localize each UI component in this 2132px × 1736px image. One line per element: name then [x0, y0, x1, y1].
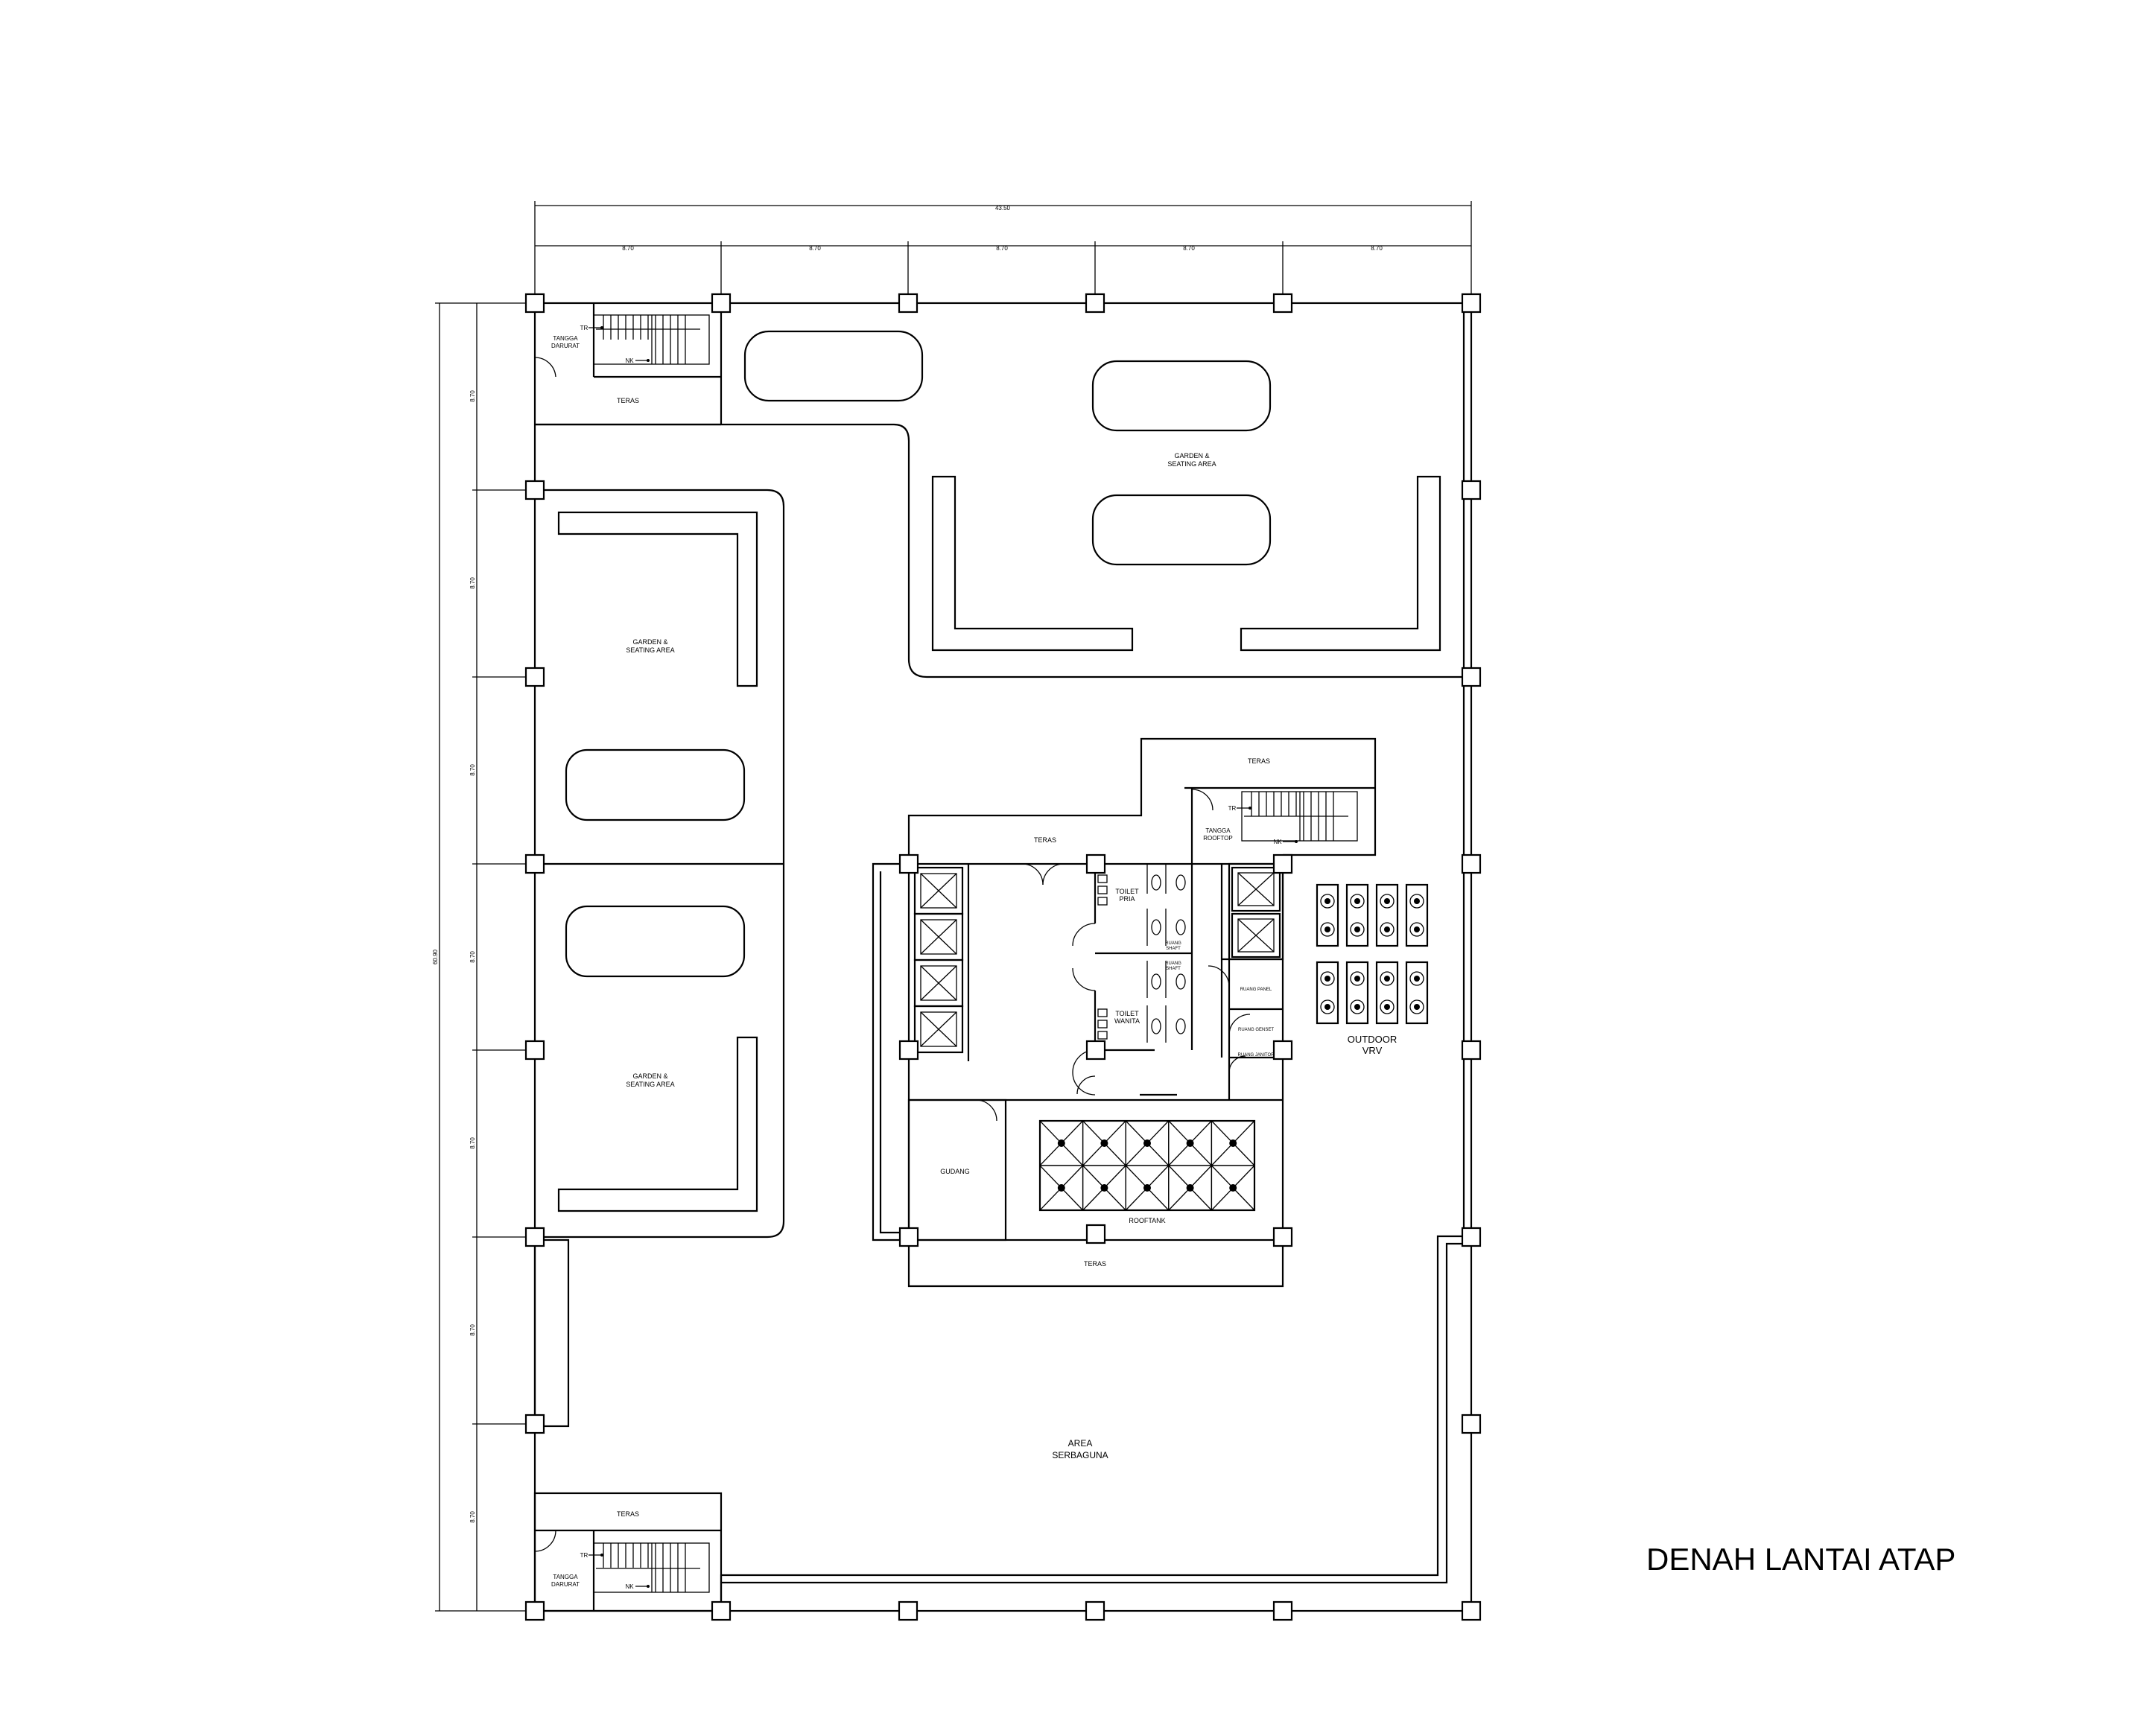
dim-top-bay-1: 8.70 [622, 245, 634, 252]
toilets: TOILET PRIA TOILET WANITA RUANG SHAFT RU… [1072, 864, 1223, 1096]
ruang-panel-label: RUANG PANEL [1240, 988, 1272, 992]
dim-left-bay-1: 8.70 [469, 390, 476, 402]
dim-left-bay-6: 8.70 [469, 1324, 476, 1336]
teras-bottom-left-label: TERAS [617, 1510, 639, 1518]
ruang-shaft-2-label-1: RUANG [1165, 961, 1181, 966]
rooftank-label: ROOFTANK [1129, 1217, 1165, 1224]
stair-treads [603, 315, 686, 364]
ruang-shaft-1-label-2: SHAFT [1166, 947, 1181, 951]
tangga-rooftop-label-1: TANGGA [1205, 827, 1231, 834]
dim-left-bay-2: 8.70 [469, 577, 476, 589]
garden-top: GARDEN & SEATING AREA [743, 330, 1441, 652]
area-serbaguna-label-1: AREA [1068, 1438, 1093, 1449]
toilet-wanita-label-2: WANITA [1114, 1017, 1140, 1025]
toilet-pria-label-1: TOILET [1115, 888, 1139, 895]
teras-core-upper-label: TERAS [1034, 836, 1056, 844]
tangga-darurat-top-label-1: TANGGA [553, 335, 578, 342]
stair-top-nk: NK [625, 357, 634, 364]
stair-darurat-top: TR NK TANGGA DARURAT TERAS [534, 303, 721, 404]
teras-core-bottom-label: TERAS [1084, 1260, 1106, 1268]
stair-darurat-bottom: TR NK TANGGA DARURAT TERAS [533, 1492, 723, 1612]
gudang-label: GUDANG [940, 1168, 970, 1175]
tangga-darurat-bottom-label-1: TANGGA [553, 1574, 578, 1580]
stair-top-tr: TR [580, 325, 588, 331]
outer-wall [533, 302, 1473, 1612]
dim-left-total: 60.90 [432, 949, 439, 964]
tangga-rooftop-label-2: ROOFTOP [1203, 835, 1232, 842]
outdoor-vrv-label-2: VRV [1362, 1045, 1383, 1056]
garden-left-bottom-label-1: GARDEN & [632, 1072, 667, 1080]
garden-top-label-1: GARDEN & [1174, 452, 1209, 460]
stair-rooftop-tr: TR [1228, 805, 1237, 812]
service-rooms: RUANG PANEL RUANG GENSET RUANG JANITOR [1208, 862, 1284, 1100]
outdoor-vrv: OUTDOOR VRV [1316, 883, 1429, 1056]
central-core: GUDANG [872, 737, 1377, 1288]
stair-rooftop-nk: NK [1273, 839, 1282, 845]
toilet-pria-label-2: PRIA [1119, 895, 1135, 903]
stair-rooftop: TR NK TANGGA ROOFTOP TERAS [1191, 757, 1358, 845]
teras-top-label: TERAS [617, 397, 639, 404]
toilet-wanita-label-1: TOILET [1115, 1010, 1139, 1017]
area-serbaguna-label-2: SERBAGUNA [1052, 1450, 1108, 1460]
ruang-shaft-2-label-2: SHAFT [1166, 967, 1181, 971]
dim-top-total: 43.50 [995, 205, 1011, 212]
ruang-genset-label: RUANG GENSET [1238, 1028, 1274, 1032]
stair-bottom-tr: TR [580, 1552, 588, 1559]
urinals-pria [1097, 874, 1108, 906]
elevator-bank [913, 866, 964, 1054]
dim-top-bay-3: 8.70 [996, 245, 1008, 252]
teras-core-right-label: TERAS [1248, 757, 1270, 765]
dim-left-bay-4: 8.70 [469, 951, 476, 963]
garden-left-top-label-1: GARDEN & [632, 638, 667, 646]
drawing-title: DENAH LANTAI ATAP [1646, 1542, 1955, 1577]
garden-top-label-2: SEATING AREA [1167, 460, 1216, 468]
tangga-darurat-bottom-label-2: DARURAT [551, 1581, 580, 1588]
garden-left-bottom-label-2: SEATING AREA [626, 1081, 674, 1088]
dim-top-bay-2: 8.70 [809, 245, 821, 252]
stair-bottom-nk: NK [625, 1583, 634, 1590]
dim-top-bay-4: 8.70 [1183, 245, 1195, 252]
dimension-lines: 43.50 8.70 8.70 8.70 8.70 8.70 60.90 8.7… [432, 201, 1472, 1612]
dim-left-bay-3: 8.70 [469, 764, 476, 776]
urinals-wanita [1097, 1008, 1108, 1040]
ruang-shaft-1-label-1: RUANG [1165, 941, 1181, 946]
ruang-janitor-label: RUANG JANITOR [1238, 1053, 1275, 1058]
dim-left-bay-7: 8.70 [469, 1511, 476, 1523]
structural-columns [524, 293, 1482, 1621]
dim-left-bay-5: 8.70 [469, 1137, 476, 1149]
tangga-darurat-top-label-2: DARURAT [551, 343, 580, 349]
outdoor-vrv-label-1: OUTDOOR [1348, 1034, 1397, 1045]
stair-treads-bottom [603, 1543, 686, 1592]
rooftank-modules [1039, 1120, 1255, 1211]
dim-top-bay-5: 8.70 [1371, 245, 1383, 252]
garden-left: GARDEN & SEATING AREA GARDEN & SEATING A… [535, 489, 785, 1239]
wc-stalls [1146, 864, 1186, 1043]
garden-left-top-label-2: SEATING AREA [626, 646, 674, 654]
